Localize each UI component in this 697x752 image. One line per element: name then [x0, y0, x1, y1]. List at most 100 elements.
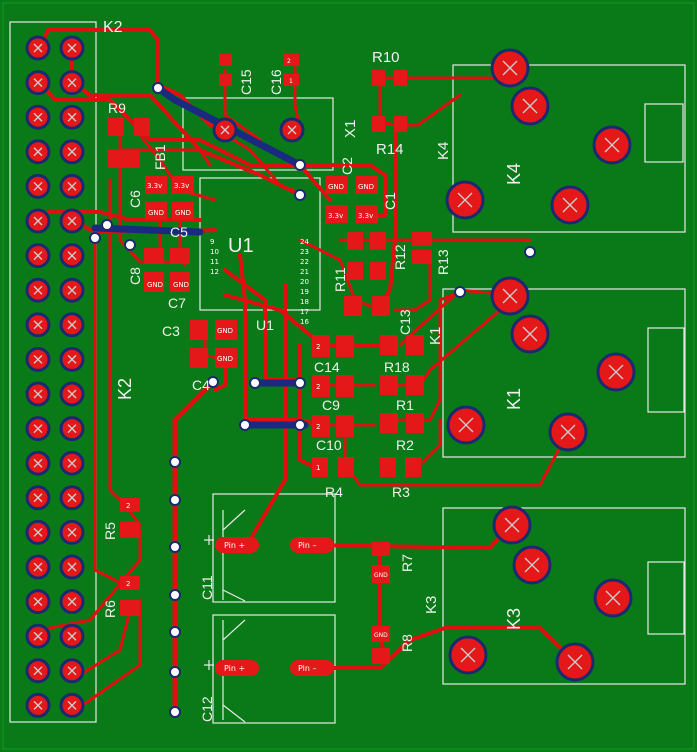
c5-pad-2-text: GND — [175, 209, 191, 217]
c13-pad-1 — [344, 296, 362, 316]
r3-pad-1 — [380, 457, 396, 477]
c14-pad-2 — [336, 335, 354, 357]
jack-pad-5-drill — [562, 197, 578, 213]
r13-pad-2 — [412, 250, 432, 264]
label-c8: C8 — [127, 267, 143, 285]
u1-ic-pins: 24 23 22 21 20 19 18 17 16 9 10 11 12 — [210, 238, 309, 326]
label-c9: C9 — [322, 397, 340, 413]
jack-pad-4-drill — [457, 192, 473, 208]
k2-pin-11-drill — [33, 216, 43, 226]
via-12 — [169, 456, 181, 468]
r10-pad-1 — [372, 70, 385, 86]
label-r5: R5 — [102, 522, 118, 540]
c8-pad-1 — [144, 248, 164, 264]
c11-pin-minus-text: Pin – — [298, 541, 316, 550]
r10-pad-2 — [394, 70, 407, 86]
c10-pad-2 — [336, 415, 354, 437]
r9-pad-1 — [108, 118, 124, 136]
r6-pad-1-text: 2 — [126, 580, 130, 588]
c8-pad-2-text: GND — [147, 281, 163, 289]
r12-pad-1 — [347, 262, 363, 280]
r14-pad-1 — [372, 116, 385, 132]
u1-pin-10: 10 — [210, 248, 219, 256]
c9-pad-1 — [312, 375, 330, 397]
k2-pin-32-drill — [67, 562, 77, 572]
fb1-pad-1 — [108, 150, 124, 168]
k2-pin-29-drill — [33, 527, 43, 537]
via-11 — [454, 286, 466, 298]
label-x1: X1 — [342, 120, 359, 138]
trace-ao — [118, 148, 212, 167]
via-5 — [124, 239, 136, 251]
k2-pin-14-drill — [67, 251, 77, 261]
jack-pad-9-drill — [458, 417, 474, 433]
label-c12: C12 — [199, 696, 215, 722]
k3-jack-tab — [647, 561, 685, 635]
u1-pin-17: 17 — [300, 308, 309, 316]
c15-pad-2 — [219, 74, 232, 86]
via-16 — [169, 626, 181, 638]
k2-pin-36-drill — [67, 631, 77, 641]
r8-pad-1-text: GND — [374, 632, 388, 639]
k2-pin-12-drill — [67, 216, 77, 226]
u1-pin-11: 11 — [210, 258, 219, 266]
jack-pad-13-drill — [605, 590, 621, 606]
r18-pad-1 — [380, 335, 398, 355]
label-r13: R13 — [435, 249, 451, 275]
label-c2: C2 — [339, 157, 355, 175]
k2-pin-33-drill — [33, 597, 43, 607]
c6-pad-1-text: 3.3v — [147, 182, 162, 190]
label-r6: R6 — [102, 600, 118, 618]
c14-pad-1 — [312, 335, 330, 357]
r1-pad-2 — [406, 375, 424, 395]
c11-polarity — [222, 509, 246, 602]
c4-pad-2 — [215, 348, 237, 368]
c12-pin-minus-text: Pin – — [298, 664, 316, 673]
r4-pad-1 — [312, 457, 328, 477]
k2-pin-9-drill — [33, 181, 43, 191]
label-r7: R7 — [399, 554, 415, 572]
c11-pin-plus — [215, 537, 259, 553]
c2-pad-1-text: GND — [328, 183, 344, 191]
u1-pin-20: 20 — [300, 278, 309, 286]
trace-am — [70, 608, 132, 682]
c8-pad-2 — [144, 272, 164, 292]
label-r9: R9 — [108, 100, 126, 116]
k2-pin-22-drill — [67, 389, 77, 399]
c1-pad-1-text: GND — [358, 183, 374, 191]
k2-pin-23-drill — [33, 424, 43, 434]
c11-pin-plus-text: Pin + — [224, 541, 245, 550]
label-c16: C16 — [268, 69, 284, 95]
label-c14: C14 — [314, 359, 340, 375]
c15-pad-1 — [219, 54, 232, 66]
k2-pin-3-drill — [33, 78, 43, 88]
k2-pin-5-drill — [33, 112, 43, 122]
jack-pad-1-drill — [502, 60, 518, 76]
c4-pad-2-text: GND — [217, 355, 233, 363]
c5-pad-2 — [172, 202, 194, 220]
via-17 — [169, 666, 181, 678]
c3-pad-2-text: GND — [217, 327, 233, 335]
silkscreen-labels: K2 K2 R9 FB1 C15 C16 R10 R14 X1 K4 K4 C2… — [102, 19, 524, 722]
label-r11: R11 — [332, 267, 348, 292]
via-13 — [169, 494, 181, 506]
via-20 — [294, 189, 306, 201]
label-r4: R4 — [325, 484, 343, 500]
trace-g — [138, 133, 217, 202]
u1-pin-12: 12 — [210, 268, 219, 276]
r5-pad-2 — [120, 522, 140, 538]
r12-pad-2 — [370, 262, 386, 280]
r11-pad-1 — [347, 232, 363, 250]
r8-pad-1 — [372, 626, 390, 642]
k4-jack-outline — [452, 64, 686, 233]
via-6 — [249, 377, 261, 389]
c1-pad-1 — [356, 176, 378, 194]
c16-pad-2 — [284, 74, 299, 86]
r13-pad-1 — [412, 232, 432, 246]
r4-pad-2 — [338, 457, 354, 477]
jack-pad-6-drill — [502, 288, 518, 304]
label-c7: C7 — [168, 295, 186, 311]
k2-pin-28-drill — [67, 493, 77, 503]
k2-header-pins — [25, 35, 85, 718]
